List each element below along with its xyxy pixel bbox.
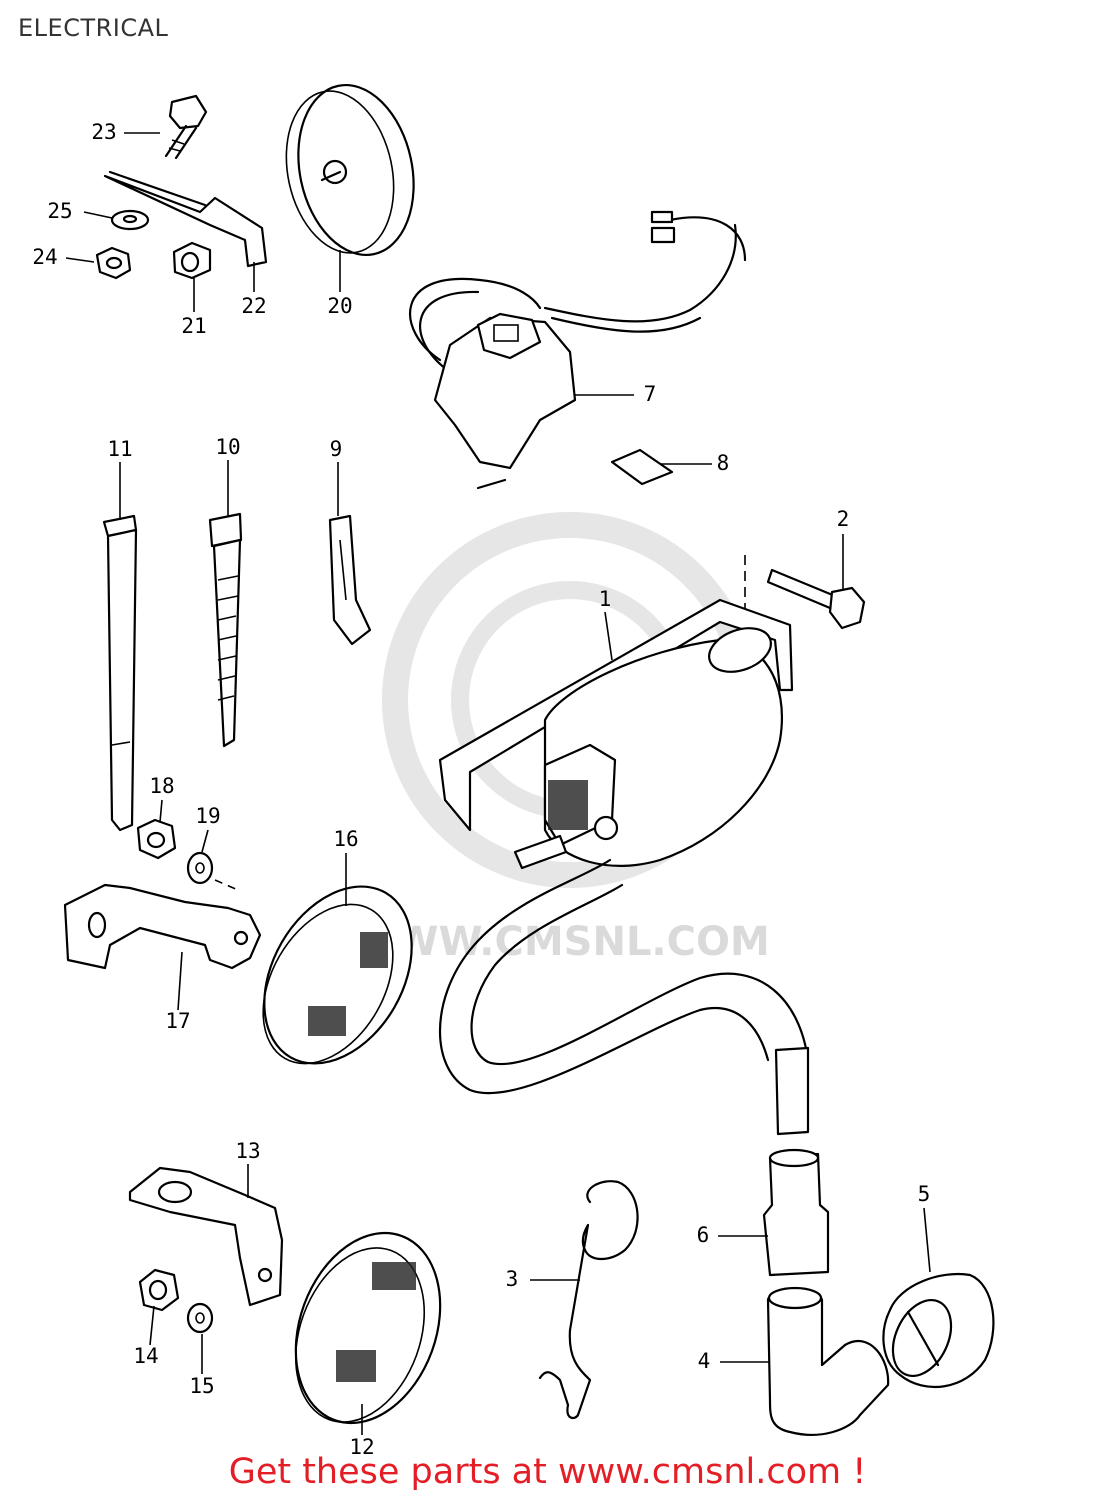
part-23-bolt — [164, 94, 208, 160]
callout-20: 20 — [327, 294, 352, 318]
part-24-nut — [95, 246, 132, 280]
callout-5: 5 — [918, 1182, 931, 1206]
part-25-washer — [110, 209, 150, 231]
part-22-bracket — [103, 170, 268, 268]
diagram-title: ELECTRICAL — [18, 14, 169, 42]
part-17-bracket — [63, 879, 262, 970]
callout-2: 2 — [837, 507, 850, 531]
part-3-wire-clip — [538, 1180, 639, 1420]
part-14-nut — [138, 1268, 180, 1312]
part-6-plug-cover — [762, 1148, 830, 1277]
callout-7: 7 — [644, 382, 657, 406]
callout-12: 12 — [349, 1435, 374, 1459]
part-13-bracket — [128, 1166, 284, 1307]
part-5-cap — [882, 1273, 995, 1389]
part-2-bolt — [744, 555, 866, 635]
callout-17: 17 — [165, 1009, 190, 1033]
callout-25: 25 — [47, 199, 72, 223]
footer-link[interactable]: Get these parts at www.cmsnl.com ! — [228, 1452, 867, 1492]
callout-6: 6 — [697, 1223, 710, 1247]
callout-4: 4 — [698, 1349, 711, 1373]
callout-8: 8 — [717, 451, 730, 475]
callout-numbers: 23 25 24 21 22 20 7 8 11 10 9 2 1 18 19 … — [32, 120, 930, 1459]
part-16-reflector — [262, 885, 413, 1065]
part-19-washer — [186, 851, 214, 885]
part-1-ignition-coil — [438, 598, 810, 1136]
callout-22: 22 — [241, 294, 266, 318]
leader-lines — [65, 132, 931, 1435]
callout-9: 9 — [330, 437, 343, 461]
callout-16: 16 — [333, 827, 358, 851]
part-20-disc — [285, 83, 415, 257]
watermark-text: WWW.CMSNL.COM — [350, 919, 770, 965]
callout-14: 14 — [133, 1344, 158, 1368]
part-15-washer — [186, 1302, 214, 1334]
callout-13: 13 — [235, 1139, 260, 1163]
callout-3: 3 — [506, 1267, 519, 1291]
part-9-clip — [328, 514, 372, 646]
callout-15: 15 — [189, 1374, 214, 1398]
callout-10: 10 — [215, 435, 240, 459]
callout-18: 18 — [149, 774, 174, 798]
callout-21: 21 — [181, 314, 206, 338]
callout-23: 23 — [91, 120, 116, 144]
callout-11: 11 — [107, 437, 132, 461]
part-4-plug-cap — [766, 1286, 890, 1436]
callout-24: 24 — [32, 245, 57, 269]
part-12-reflector — [294, 1231, 442, 1425]
part-18-nut — [136, 818, 177, 860]
callout-19: 19 — [195, 804, 220, 828]
part-8-label — [610, 448, 674, 486]
part-11-cable-tie — [102, 514, 138, 832]
part-21-nut — [172, 241, 212, 280]
part-7-switch — [409, 210, 747, 490]
part-10-cable-tie — [208, 512, 243, 748]
callout-1: 1 — [599, 587, 612, 611]
